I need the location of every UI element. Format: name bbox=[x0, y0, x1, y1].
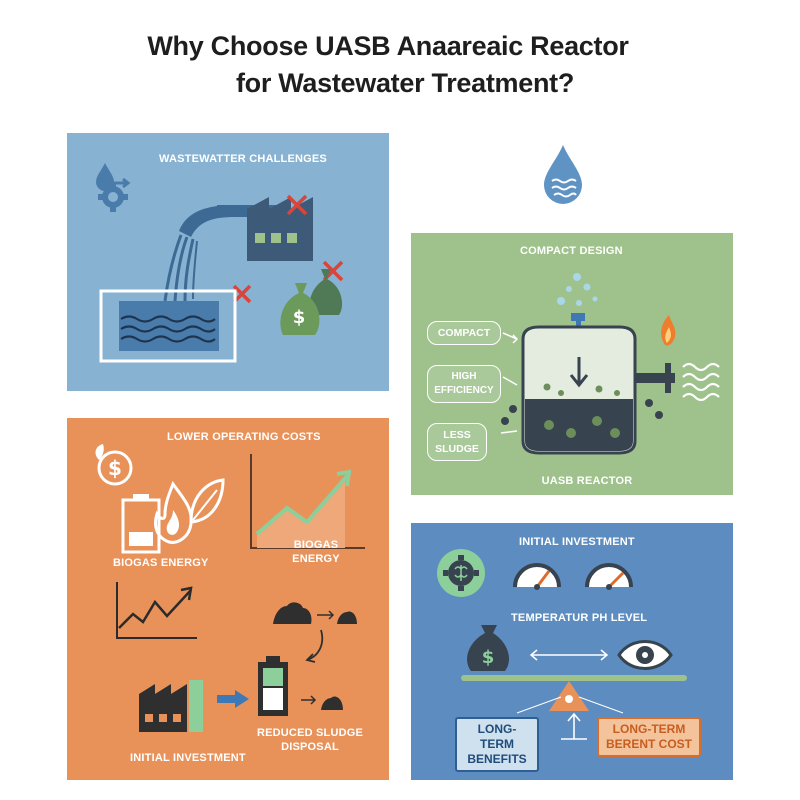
money-bag-icon: $ bbox=[280, 269, 343, 335]
cost-line2: BERENT COST bbox=[605, 737, 692, 751]
long-term-benefits-tag: LONG-TERM BENEFITS bbox=[455, 717, 539, 772]
compact-caption: COMPACT DESIGN bbox=[520, 245, 623, 257]
callout-high-efficiency: HIGH EFFICIENCY bbox=[427, 365, 501, 403]
arrow-up-icon bbox=[561, 712, 587, 740]
biogas-energy-label-right: BIOGAS ENERGY bbox=[281, 538, 351, 566]
reduced-sludge-line1: REDUCED SLUDGE bbox=[256, 727, 364, 739]
page-title: Why Choose UASB Anaareaic Reactor for Wa… bbox=[0, 28, 800, 102]
callout-less-sludge: LESS SLUDGE bbox=[427, 423, 487, 461]
curved-arrow-icon bbox=[305, 629, 324, 663]
battery-icon bbox=[258, 656, 288, 716]
callout-compact: COMPACT bbox=[427, 321, 501, 345]
arrow-right-icon bbox=[217, 690, 249, 708]
energy-word: ENERGY bbox=[292, 553, 340, 565]
gauge-icon bbox=[585, 563, 633, 590]
benefits-line2: BENEFITS bbox=[467, 752, 527, 766]
battery-icon bbox=[121, 494, 161, 554]
challenges-caption: WASTEWATTER CHALLENGES bbox=[159, 153, 327, 165]
title-line-2: for Wastewater Treatment? bbox=[235, 68, 575, 98]
svg-text:$: $ bbox=[482, 647, 495, 668]
water-drop-icon bbox=[544, 145, 582, 204]
svg-text:$: $ bbox=[293, 307, 306, 328]
investment-caption: INITIAL INVESTMENT bbox=[519, 536, 635, 548]
balance-scale-icon: $ bbox=[461, 625, 687, 714]
reactor-icon bbox=[500, 273, 720, 455]
temperature-ph-label: TEMPERATUR PH LEVEL bbox=[511, 612, 648, 624]
leaf-icon bbox=[189, 478, 225, 524]
reduced-sludge-label: REDUCED SLUDGE DISPOSAL bbox=[245, 726, 375, 754]
initial-investment-panel: INITIAL INVESTMENT TEMPERATUR PH LEVEL $ bbox=[411, 523, 733, 780]
benefits-line1: LONG-TERM bbox=[477, 722, 517, 751]
wastewater-challenges-panel: WASTEWATTER CHALLENGES bbox=[67, 133, 389, 391]
cross-icon bbox=[286, 194, 308, 216]
title-line-1: Why Choose UASB Anaareaic Reactor bbox=[147, 31, 629, 61]
lower-caption: LOWER OPERATING COSTS bbox=[167, 431, 321, 443]
line-chart-icon bbox=[250, 454, 365, 549]
gear-drop-icon bbox=[96, 163, 131, 212]
reduced-sludge-line2: DISPOSAL bbox=[281, 741, 339, 753]
gauge-icon bbox=[513, 563, 561, 590]
factory-icon bbox=[247, 197, 313, 261]
wastewater-tank bbox=[99, 289, 237, 363]
sludge-pile-icon bbox=[301, 695, 343, 710]
biogas-energy-label-left: BIOGAS ENERGY bbox=[113, 557, 209, 569]
svg-text:$: $ bbox=[108, 456, 122, 480]
biogas-word: BIOGAS bbox=[293, 539, 339, 551]
initial-investment-label: INITIAL INVESTMENT bbox=[130, 752, 246, 764]
lower-operating-costs-panel: LOWER OPERATING COSTS $ BIOGAS ENERGY BI… bbox=[67, 418, 389, 780]
line-chart-icon bbox=[116, 582, 197, 639]
compact-design-panel: COMPACT DESIGN COMPACT HIGH EFFICIENCY L… bbox=[411, 233, 733, 495]
sludge-pile-icon bbox=[273, 602, 357, 624]
brain-gear-icon bbox=[437, 549, 485, 597]
cost-line1: LONG-TERM bbox=[612, 722, 686, 736]
long-term-cost-tag: LONG-TERM BERENT COST bbox=[597, 717, 701, 757]
leaf-dollar-icon: $ bbox=[95, 444, 133, 486]
factory-icon bbox=[139, 680, 203, 732]
uasb-reactor-label: UASB REACTOR bbox=[541, 475, 633, 487]
